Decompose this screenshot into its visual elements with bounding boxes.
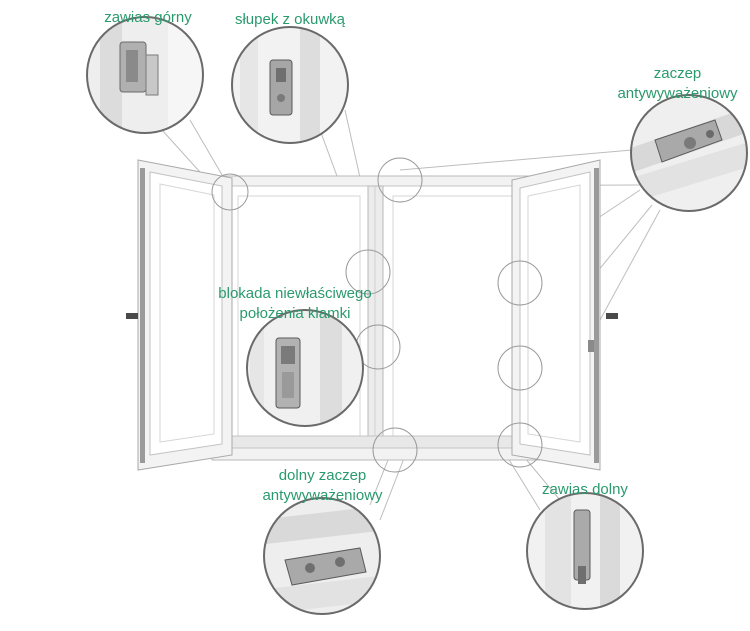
hinge-icon — [119, 41, 159, 96]
callout-top-hinge — [86, 16, 204, 134]
handle-lock-icon — [275, 337, 301, 409]
left-sash — [126, 159, 233, 471]
anti-lift-keeper-icon — [284, 547, 367, 586]
label-bottom-hinge: zawias dolny — [542, 481, 628, 498]
right-sash — [511, 159, 618, 471]
mullion-hardware-icon — [269, 59, 293, 116]
hinge-icon — [573, 509, 591, 584]
callout-bottom-anti-lift — [263, 497, 381, 615]
label-mullion: słupek z okuwką — [234, 11, 346, 28]
label-top-hinge: zawias górny — [104, 9, 192, 26]
label-bottom-anti-lift: dolny zaczep antywyważeniowy — [262, 467, 383, 504]
label-handle-block: blokada niewłaściwego położenia klamki — [218, 285, 372, 322]
label-anti-lift-top: zaczep antywyważeniowy — [617, 65, 738, 102]
anti-lift-keeper-icon — [654, 119, 723, 163]
callout-mullion — [231, 26, 349, 144]
callout-anti-lift-top — [630, 94, 748, 212]
callout-bottom-hinge — [526, 492, 644, 610]
callout-handle-block — [246, 309, 364, 427]
